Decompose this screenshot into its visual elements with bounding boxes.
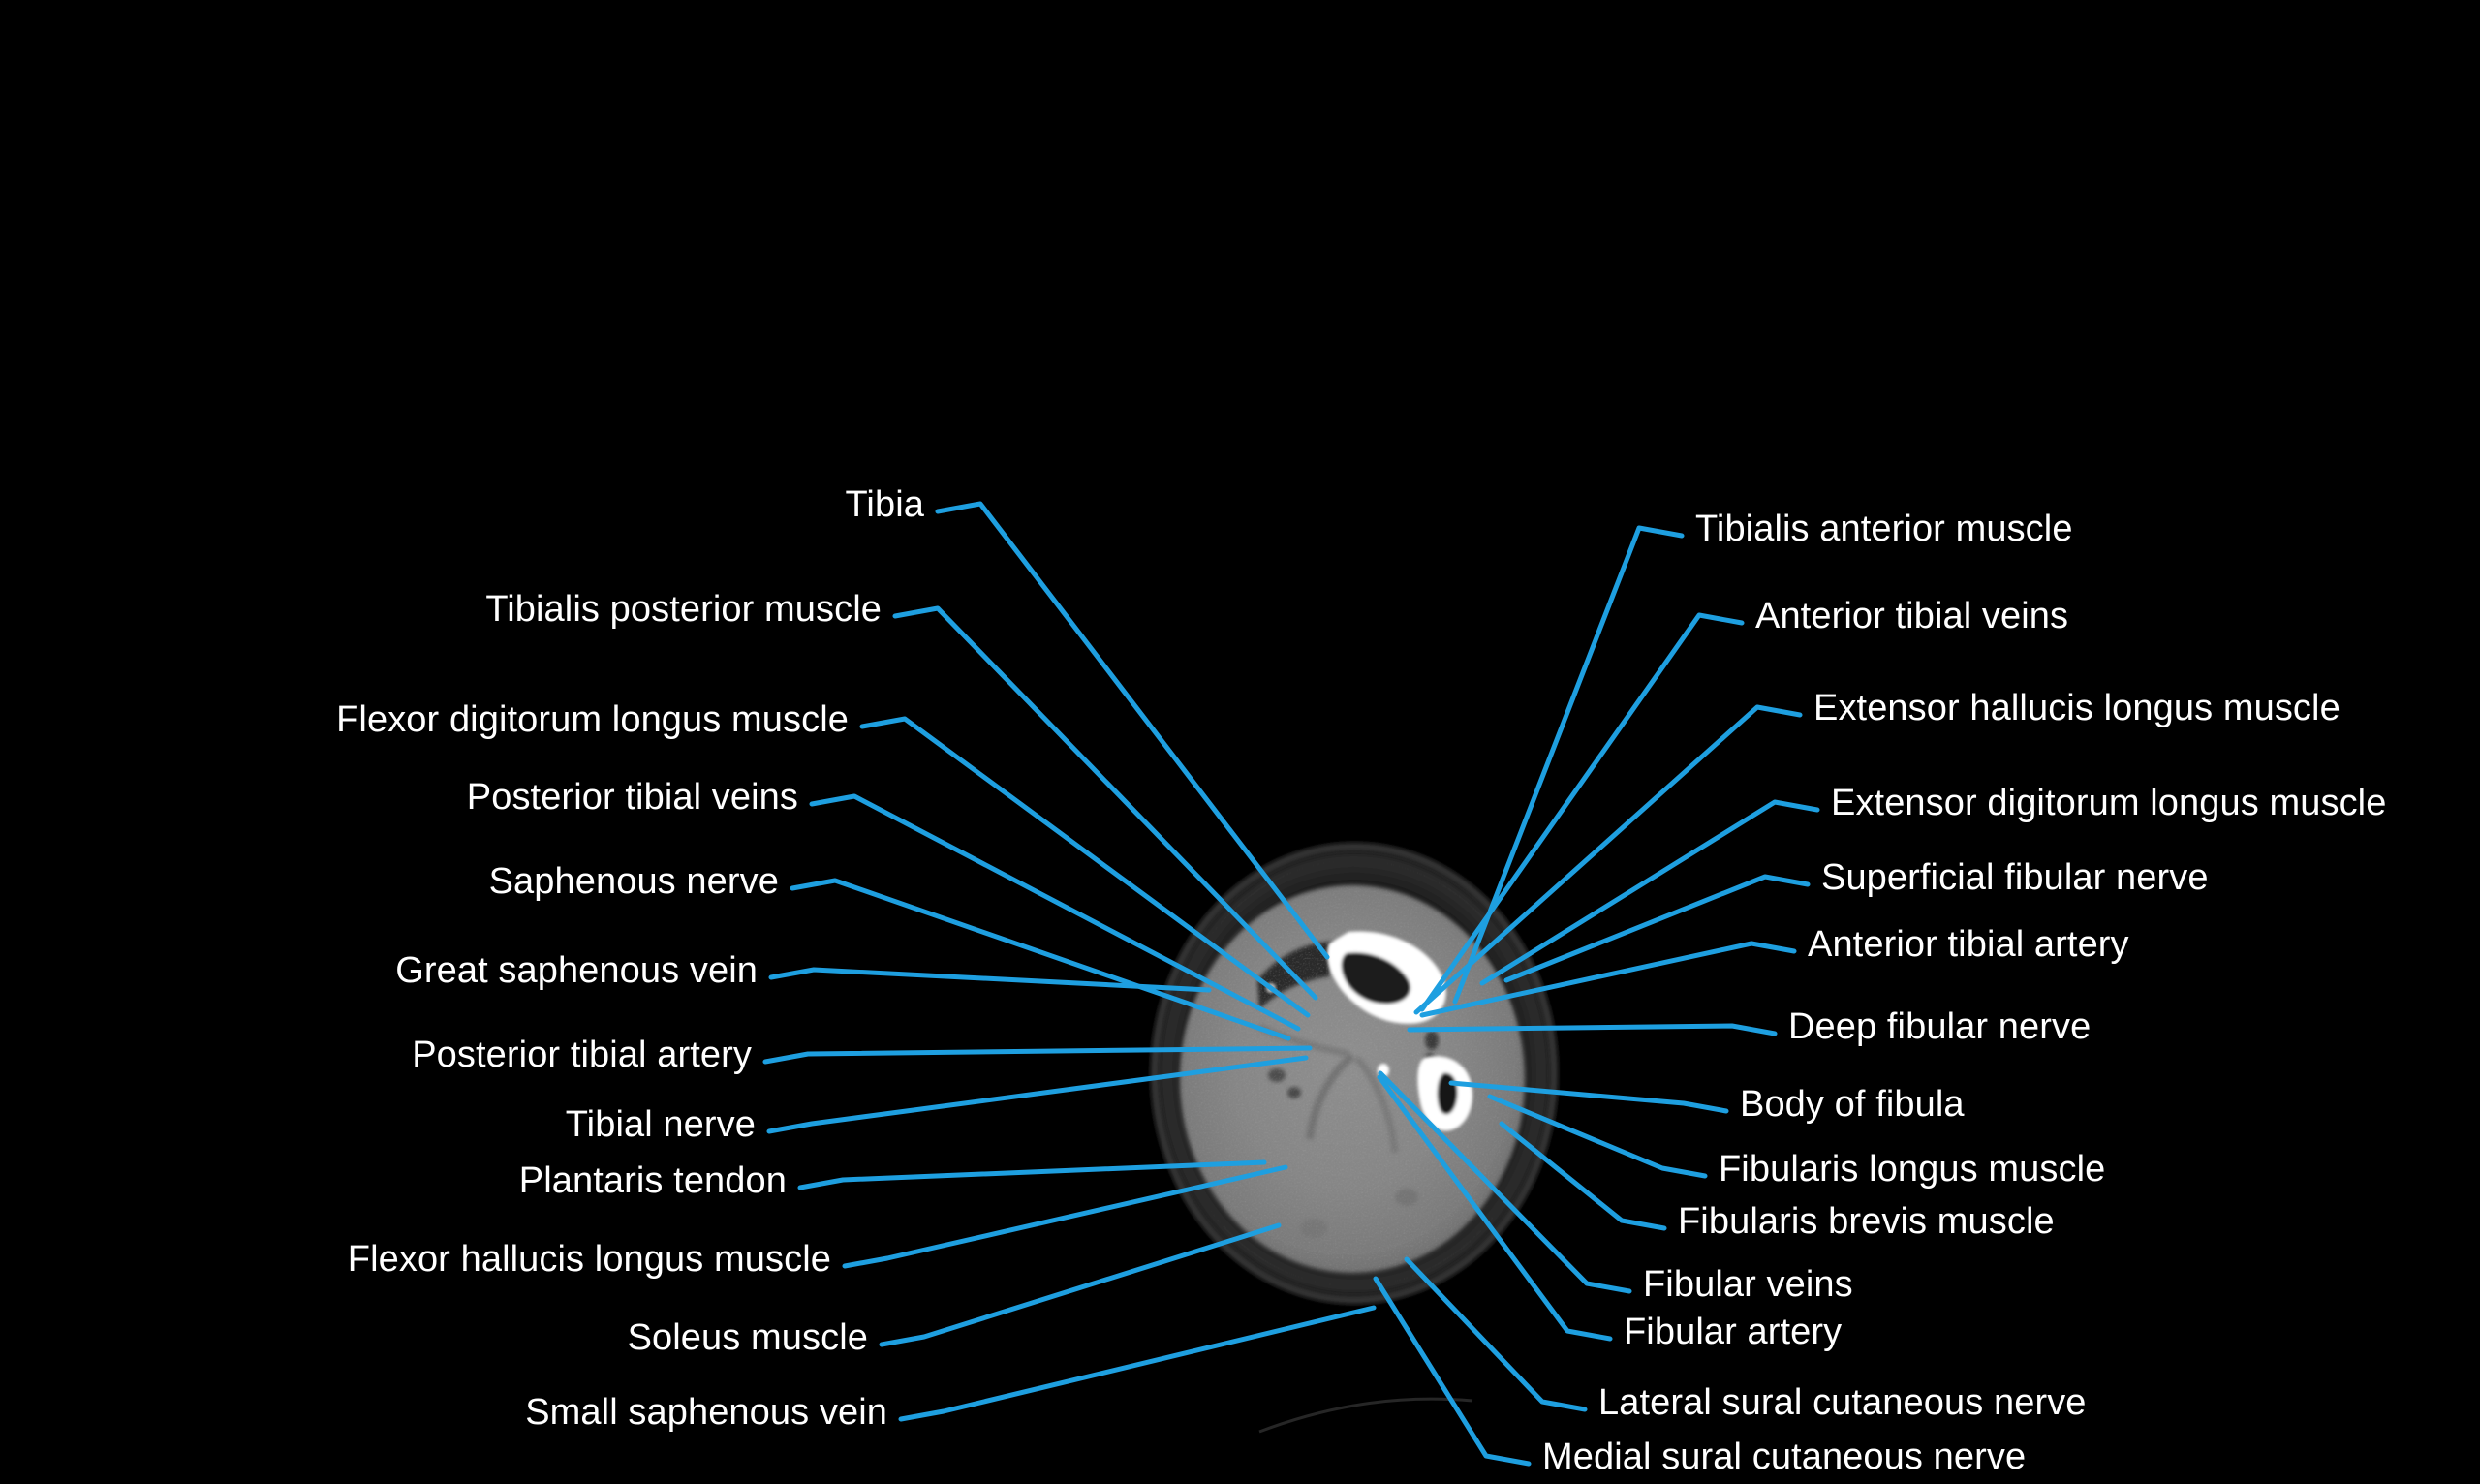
leader-line-tibia	[935, 501, 1330, 960]
leader-line-fibular-veins	[1378, 1070, 1632, 1294]
leader-line-anterior-tibial-veins	[1419, 612, 1745, 1012]
leader-line-superficial-fibular-nerve	[1504, 874, 1811, 983]
label-lateral-sural-cutaneous[interactable]: Lateral sural cutaneous nerve	[1598, 1382, 2087, 1423]
leader-line-tibial-nerve	[766, 1055, 1309, 1134]
leader-line-anterior-tibial-artery	[1419, 941, 1797, 1018]
leader-line-saphenous-nerve	[790, 878, 1291, 1041]
label-fibularis-brevis-muscle[interactable]: Fibularis brevis muscle	[1678, 1201, 2055, 1242]
label-fibular-artery[interactable]: Fibular artery	[1624, 1312, 1843, 1352]
label-soleus-muscle[interactable]: Soleus muscle	[627, 1317, 868, 1358]
label-saphenous-nerve[interactable]: Saphenous nerve	[488, 861, 779, 902]
leader-line-tibialis-posterior-muscle	[892, 605, 1318, 1001]
label-tibialis-anterior-muscle[interactable]: Tibialis anterior muscle	[1695, 509, 2073, 549]
leader-line-body-of-fibula	[1448, 1080, 1729, 1114]
label-tibia[interactable]: Tibia	[845, 484, 924, 525]
label-great-saphenous-vein[interactable]: Great saphenous vein	[395, 950, 758, 991]
leader-line-extensor-digitorum-longus	[1479, 799, 1820, 986]
label-tibialis-posterior-muscle[interactable]: Tibialis posterior muscle	[485, 589, 882, 630]
label-fibularis-longus-muscle[interactable]: Fibularis longus muscle	[1719, 1149, 2106, 1190]
leader-line-tibialis-anterior-muscle	[1452, 525, 1685, 1005]
label-superficial-fibular-nerve[interactable]: Superficial fibular nerve	[1821, 857, 2209, 898]
label-flexor-digitorum-longus[interactable]: Flexor digitorum longus muscle	[336, 699, 849, 740]
leader-line-flexor-hallucis-longus	[842, 1164, 1288, 1269]
label-plantaris-tendon[interactable]: Plantaris tendon	[518, 1160, 787, 1201]
leader-line-fibularis-brevis-muscle	[1499, 1121, 1667, 1231]
label-medial-sural-cutaneous[interactable]: Medial sural cutaneous nerve	[1542, 1437, 2027, 1477]
label-posterior-tibial-veins[interactable]: Posterior tibial veins	[466, 777, 798, 818]
label-tibial-nerve[interactable]: Tibial nerve	[565, 1104, 756, 1145]
leader-line-medial-sural-cutaneous	[1373, 1276, 1532, 1467]
leader-line-flexor-digitorum-longus	[859, 716, 1311, 1018]
label-body-of-fibula[interactable]: Body of fibula	[1740, 1084, 1965, 1125]
leader-line-soleus-muscle	[879, 1222, 1282, 1347]
leader-line-great-saphenous-vein	[768, 967, 1212, 993]
leader-line-deep-fibular-nerve	[1407, 1023, 1778, 1036]
label-flexor-hallucis-longus[interactable]: Flexor hallucis longus muscle	[347, 1239, 831, 1280]
label-anterior-tibial-veins[interactable]: Anterior tibial veins	[1755, 596, 2069, 636]
leader-line-extensor-hallucis-longus	[1413, 704, 1803, 1015]
label-extensor-hallucis-longus[interactable]: Extensor hallucis longus muscle	[1814, 688, 2340, 728]
label-posterior-tibial-artery[interactable]: Posterior tibial artery	[412, 1035, 752, 1075]
label-deep-fibular-nerve[interactable]: Deep fibular nerve	[1788, 1006, 2092, 1047]
leader-line-fibularis-longus-muscle	[1487, 1094, 1708, 1179]
label-anterior-tibial-artery[interactable]: Anterior tibial artery	[1808, 924, 2129, 965]
leader-line-plantaris-tendon	[797, 1159, 1267, 1190]
label-extensor-digitorum-longus[interactable]: Extensor digitorum longus muscle	[1831, 783, 2387, 823]
leader-line-fibular-artery	[1377, 1074, 1613, 1342]
leader-line-posterior-tibial-artery	[762, 1045, 1313, 1065]
label-fibular-veins[interactable]: Fibular veins	[1643, 1264, 1853, 1305]
leader-line-small-saphenous-vein	[898, 1305, 1377, 1422]
label-small-saphenous-vein[interactable]: Small saphenous vein	[525, 1392, 887, 1433]
leader-line-lateral-sural-cutaneous	[1404, 1256, 1588, 1412]
leader-line-posterior-tibial-veins	[809, 793, 1301, 1032]
